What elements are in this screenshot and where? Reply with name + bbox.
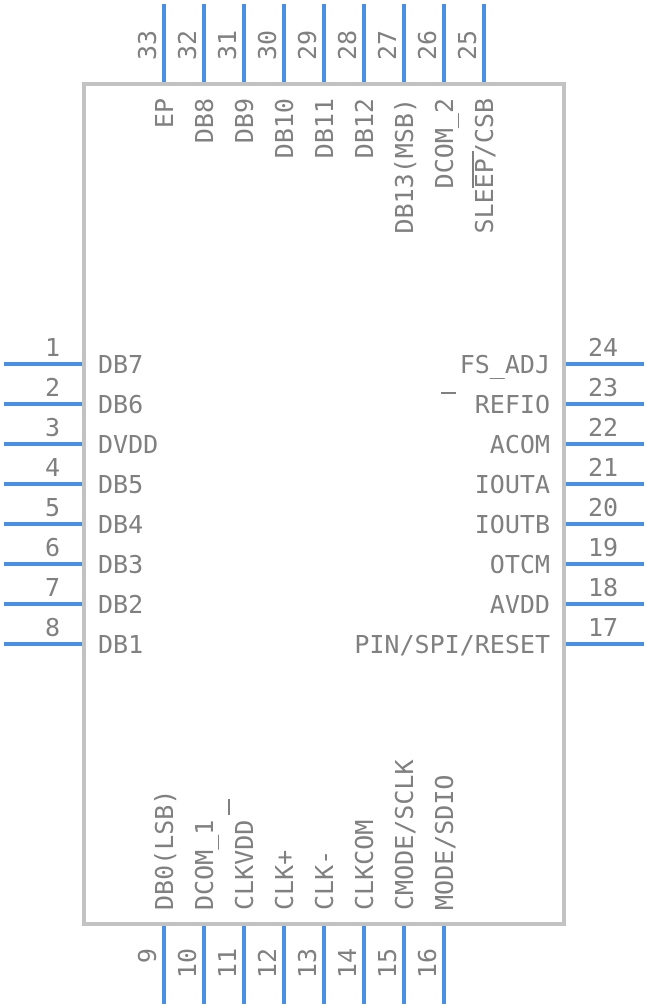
pin-28-number: 28 bbox=[333, 30, 362, 60]
pin-18-number: 18 bbox=[588, 573, 618, 602]
pin-21-number: 21 bbox=[588, 453, 618, 482]
pin-32-number: 32 bbox=[173, 30, 202, 60]
pin-33-label-ep: EP bbox=[150, 98, 179, 128]
pin-24-number: 24 bbox=[588, 333, 618, 362]
pin-22-number: 22 bbox=[588, 413, 618, 442]
pin-4-number: 4 bbox=[45, 453, 60, 482]
pin-31-number: 31 bbox=[213, 30, 242, 60]
pin-4-label-db5: DB5 bbox=[98, 470, 143, 499]
pin-27-label-db13-msb: DB13(MSB) bbox=[390, 98, 419, 233]
pin-29-number: 29 bbox=[293, 30, 322, 60]
pin-5-label-db4: DB4 bbox=[98, 510, 143, 539]
pin-29-label-db11: DB11 bbox=[310, 98, 339, 158]
pin-11-label-clkvdd: CLKVDD bbox=[230, 820, 259, 910]
pin-18-label-avdd: AVDD bbox=[490, 590, 550, 619]
pin-25-number: 25 bbox=[453, 30, 482, 60]
pin-19-number: 19 bbox=[588, 533, 618, 562]
active-low-overbars bbox=[228, 151, 474, 815]
pin-17-number: 17 bbox=[588, 613, 618, 642]
pin-13-number: 13 bbox=[293, 948, 322, 978]
pin-12-number: 12 bbox=[253, 948, 282, 978]
pin-23-label-refio: REFIO bbox=[475, 390, 550, 419]
pin-20-number: 20 bbox=[588, 493, 618, 522]
pin-9-label-db0-lsb: DB0(LSB) bbox=[150, 790, 179, 910]
pin-27-number: 27 bbox=[373, 30, 402, 60]
pin-10-label-dcom-1: DCOM_1 bbox=[190, 820, 219, 910]
pin-24-label-fs-adj: FS_ADJ bbox=[460, 350, 550, 379]
pin-14-label-clkcom: CLKCOM bbox=[350, 820, 379, 910]
pin-lines bbox=[4, 4, 644, 1004]
pin-19-label-otcm: OTCM bbox=[490, 550, 550, 579]
pin-2-label-db6: DB6 bbox=[98, 390, 143, 419]
pin-7-number: 7 bbox=[45, 573, 60, 602]
pin-15-number: 15 bbox=[373, 948, 402, 978]
pin-12-label-clk: CLK+ bbox=[270, 850, 299, 910]
pin-13-label-clk: CLK- bbox=[310, 850, 339, 910]
pin-20-label-ioutb: IOUTB bbox=[475, 510, 550, 539]
pin-22-label-acom: ACOM bbox=[490, 430, 550, 459]
pin-3-label-dvdd: DVDD bbox=[98, 430, 158, 459]
pin-11-number: 11 bbox=[213, 948, 242, 978]
pin-30-label-db10: DB10 bbox=[270, 98, 299, 158]
pin-33-number: 33 bbox=[133, 30, 162, 60]
pin-7-label-db2: DB2 bbox=[98, 590, 143, 619]
pin-25-label-sleep-csb: SLEEP/CSB bbox=[470, 98, 499, 233]
pin-21-label-iouta: IOUTA bbox=[475, 470, 550, 499]
pin-16-number: 16 bbox=[413, 948, 442, 978]
pin-3-number: 3 bbox=[45, 413, 60, 442]
pin-5-number: 5 bbox=[45, 493, 60, 522]
pin-2-number: 2 bbox=[45, 373, 60, 402]
pin-26-label-dcom-2: DCOM_2 bbox=[430, 98, 459, 188]
pin-15-label-cmode-sclk: CMODE/SCLK bbox=[390, 759, 419, 910]
pin-10-number: 10 bbox=[173, 948, 202, 978]
pin-31-label-db9: DB9 bbox=[230, 98, 259, 143]
pin-6-label-db3: DB3 bbox=[98, 550, 143, 579]
pin-14-number: 14 bbox=[333, 948, 362, 978]
pin-9-number: 9 bbox=[133, 948, 162, 963]
pin-32-label-db8: DB8 bbox=[190, 98, 219, 143]
pin-30-number: 30 bbox=[253, 30, 282, 60]
pin-8-number: 8 bbox=[45, 613, 60, 642]
pin-16-label-mode-sdio: MODE/SDIO bbox=[430, 775, 459, 910]
pin-23-number: 23 bbox=[588, 373, 618, 402]
ic-package-body bbox=[82, 82, 566, 926]
pin-17-label-pin-spi-reset: PIN/SPI/RESET bbox=[354, 630, 550, 659]
pin-8-label-db1: DB1 bbox=[98, 630, 143, 659]
pin-26-number: 26 bbox=[413, 30, 442, 60]
pin-1-label-db7: DB7 bbox=[98, 350, 143, 379]
pin-28-label-db12: DB12 bbox=[350, 98, 379, 158]
pin-6-number: 6 bbox=[45, 533, 60, 562]
pin-1-number: 1 bbox=[45, 333, 60, 362]
